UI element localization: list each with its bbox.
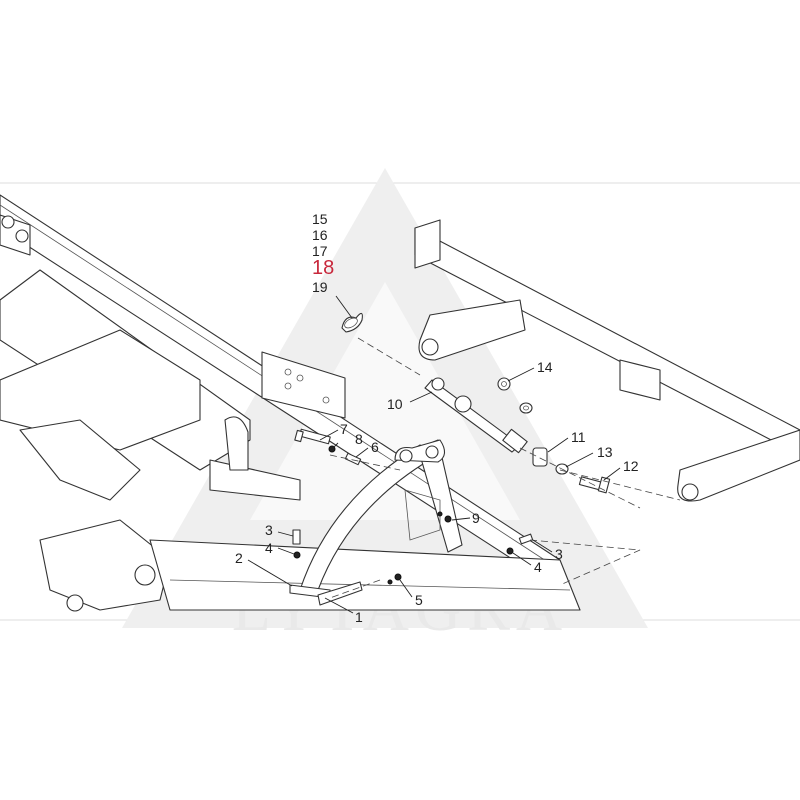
nut-9 <box>437 511 452 523</box>
callout-3-right[interactable]: 3 <box>555 546 563 562</box>
hair-pin-clip <box>341 312 363 333</box>
right-top-arm <box>418 299 526 361</box>
callout-7[interactable]: 7 <box>340 421 348 437</box>
assembly-lines <box>329 337 681 599</box>
left-lower-bracket <box>19 419 141 501</box>
left-pivot-hole <box>134 564 156 586</box>
right-frame-assembly <box>414 219 800 502</box>
callout-4-left[interactable]: 4 <box>265 540 273 556</box>
callout-11[interactable]: 11 <box>571 429 586 445</box>
callout-4-right[interactable]: 4 <box>534 559 542 575</box>
callout-1[interactable]: 1 <box>355 609 363 625</box>
bolt-7 <box>294 428 331 445</box>
washer-14 <box>519 402 533 414</box>
left-frame-assembly <box>0 194 581 612</box>
right-beam-end <box>414 219 441 269</box>
washer-4-left <box>293 551 301 559</box>
nut-14 <box>497 377 511 391</box>
link-eye-top <box>431 377 445 391</box>
callout-19[interactable]: 19 <box>312 279 328 295</box>
bolt-3-right <box>518 533 534 545</box>
link-rod <box>424 379 521 453</box>
callout-10[interactable]: 10 <box>387 396 403 412</box>
callout-3-left[interactable]: 3 <box>265 522 273 538</box>
left-pivot-bracket <box>39 519 171 611</box>
right-mid-block <box>619 359 661 401</box>
callout-13[interactable]: 13 <box>597 444 613 460</box>
watermark-inner-triangle <box>250 282 520 520</box>
lower-main-beam <box>149 539 581 611</box>
callout-2[interactable]: 2 <box>235 550 243 566</box>
a-frame-bracket <box>289 439 463 606</box>
callout-9[interactable]: 9 <box>472 510 480 526</box>
link-end-block <box>502 428 528 454</box>
nut-5 <box>387 573 402 585</box>
callout-16[interactable]: 16 <box>312 227 328 243</box>
left-arm-eye <box>224 416 249 471</box>
callout-17[interactable]: 17 <box>312 243 328 259</box>
left-cross-plate <box>0 329 201 451</box>
callout-18-highlighted[interactable]: 18 <box>312 257 334 279</box>
callout-14[interactable]: 14 <box>537 359 553 375</box>
callout-12[interactable]: 12 <box>623 458 639 474</box>
pin-6 <box>344 452 362 466</box>
washer-4-right <box>506 547 514 555</box>
bushing-11 <box>532 447 548 467</box>
callouts: 15 16 17 18 19 14 10 7 8 6 11 13 12 9 3 … <box>235 211 639 625</box>
leader-lines <box>247 295 621 614</box>
callout-8[interactable]: 8 <box>355 431 363 447</box>
callout-6[interactable]: 6 <box>371 439 379 455</box>
link-nut <box>454 395 472 413</box>
a-frame-right-foot <box>317 581 363 606</box>
callout-15[interactable]: 15 <box>312 211 328 227</box>
hinge-bracket-plate <box>261 351 346 419</box>
bolt-3-left <box>292 529 301 545</box>
turnbuckle-link <box>424 377 528 454</box>
callout-5[interactable]: 5 <box>415 592 423 608</box>
right-lower-arm <box>677 429 800 502</box>
